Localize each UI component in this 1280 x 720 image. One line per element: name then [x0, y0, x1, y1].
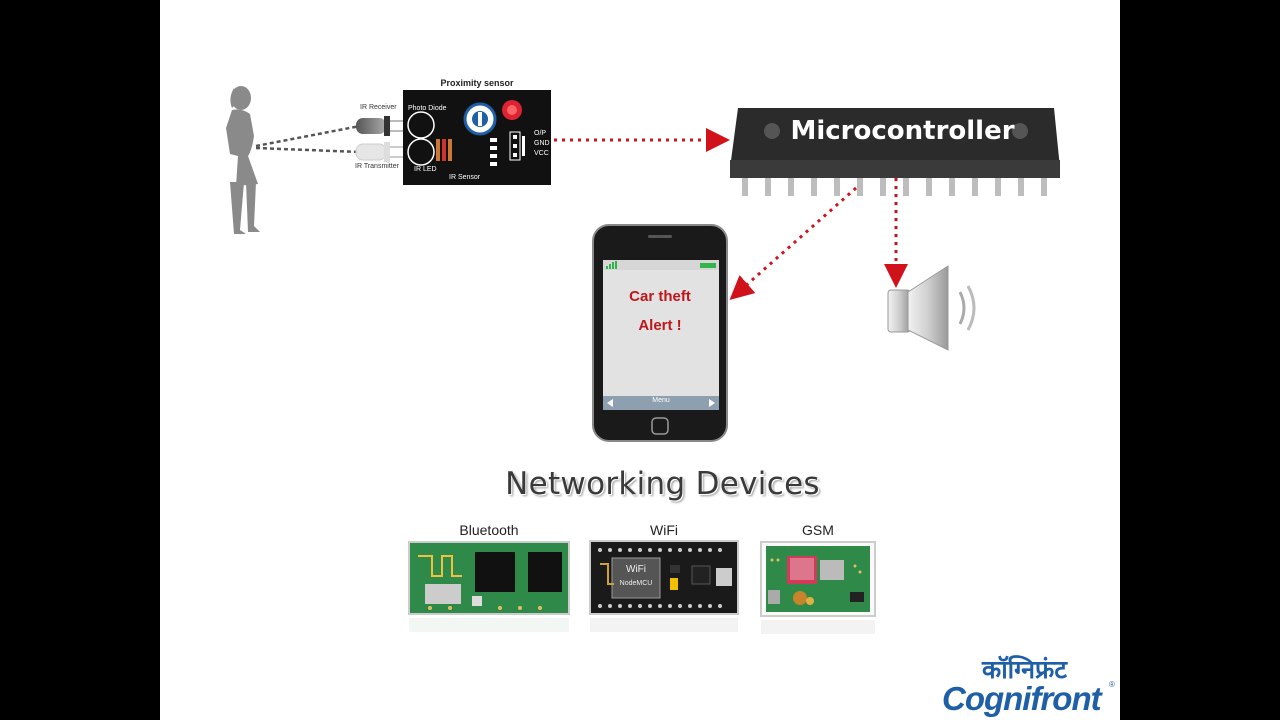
- ir-sensor-label: IR Sensor: [449, 174, 481, 181]
- smartphone: [592, 224, 728, 442]
- sensor-title: Proximity sensor: [440, 78, 514, 88]
- photo-diode-label: Photo Diode: [408, 105, 447, 112]
- ir-led-label: IR LED: [414, 166, 437, 173]
- phone-softkey-label: Menu: [652, 397, 670, 404]
- ir-receiver-label: IR Receiver: [360, 104, 397, 111]
- alert-line-1: Car theft: [629, 288, 691, 305]
- diagram-canvas: [226, 86, 1060, 634]
- wifi-board-text-1: WiFi: [626, 564, 646, 575]
- slide: Proximity sensor IR Receiver IR Transmit…: [160, 0, 1120, 720]
- pin-vcc-label: VCC: [534, 150, 549, 157]
- gsm-reflection: [761, 620, 875, 634]
- ir-beam-lines: [255, 124, 361, 154]
- proximity-sensor-board: [403, 90, 551, 185]
- speaker-icon: [887, 265, 976, 351]
- bluetooth-reflection: [409, 618, 569, 632]
- arrow-mc-to-phone: [729, 186, 857, 300]
- bluetooth-module-image: [408, 541, 570, 615]
- wifi-reflection: [590, 618, 738, 632]
- alert-line-2: Alert !: [638, 317, 682, 334]
- gsm-label: GSM: [802, 522, 834, 538]
- pin-gnd-label: GND: [534, 140, 550, 147]
- person-silhouette-icon: [226, 86, 260, 234]
- ir-transmitter-label: IR Transmitter: [355, 163, 399, 170]
- phone-alert-text: Car theft Alert !: [604, 282, 716, 340]
- gsm-module-image: [760, 541, 876, 617]
- networking-devices-title: Networking Devices: [505, 466, 820, 502]
- microcontroller-chip: [730, 108, 1060, 196]
- microcontroller-label: Microcontroller: [790, 116, 1015, 146]
- wifi-label: WiFi: [650, 522, 678, 538]
- logo-cognifront: Cognifront: [942, 680, 1102, 717]
- pin-op-label: O/P: [534, 130, 547, 137]
- logo-registered-mark: ®: [1109, 680, 1115, 689]
- wifi-nodemcu-module-image: [589, 540, 739, 615]
- bluetooth-label: Bluetooth: [459, 522, 519, 538]
- wifi-board-text-2: NodeMCU: [619, 580, 653, 587]
- logo-devanagari: कॉग्निफ्रंट: [982, 656, 1067, 684]
